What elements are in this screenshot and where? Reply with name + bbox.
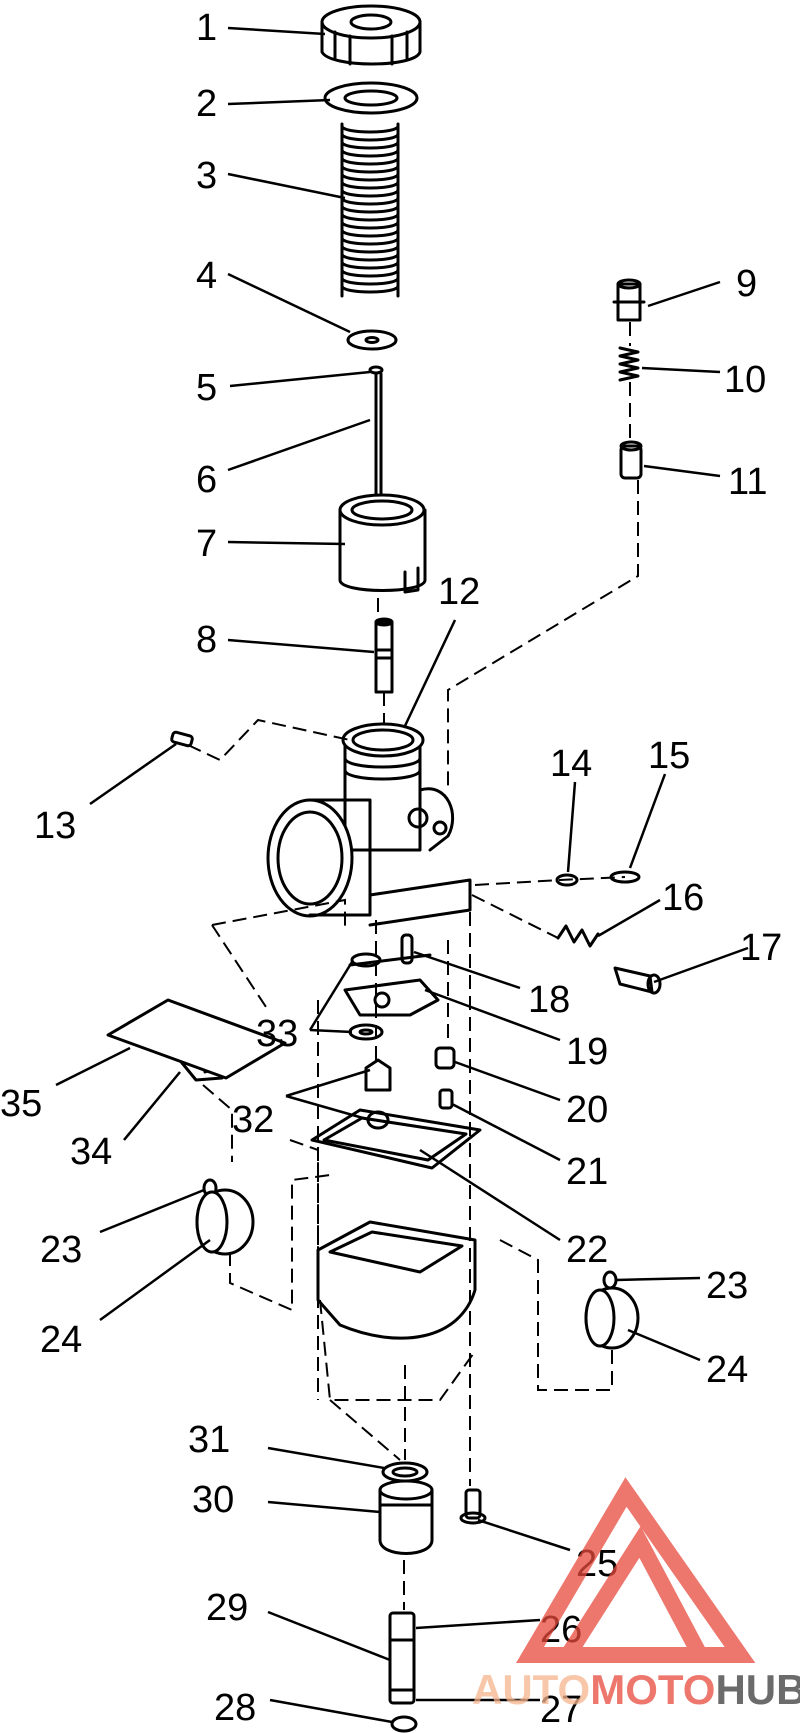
callout-28: 28 <box>214 1687 256 1729</box>
callout-27: 27 <box>540 1689 582 1731</box>
callout-12: 12 <box>438 571 480 613</box>
part-20-jet <box>434 1046 456 1070</box>
part-5-clip <box>368 365 384 375</box>
automotohub-watermark: AUTOMOTOHUB <box>472 1477 800 1713</box>
callout-5: 5 <box>196 367 217 409</box>
callout-4: 4 <box>196 255 217 297</box>
leader-lines <box>55 26 749 1724</box>
part-10-spring <box>618 346 640 382</box>
part-7-throttle-valve <box>338 493 427 594</box>
part-14-washer <box>555 873 579 887</box>
callout-17: 17 <box>740 927 782 969</box>
part-3-spring <box>340 122 400 300</box>
watermark-logo-icon <box>516 1477 756 1663</box>
callout-labels: 1 2 3 4 5 6 7 8 9 10 11 12 13 14 15 16 1… <box>0 7 782 1731</box>
part-9-adjuster <box>612 278 646 322</box>
watermark-auto: AUTO <box>472 1666 590 1713</box>
callout-32: 32 <box>232 1099 274 1141</box>
callout-18: 18 <box>528 979 570 1021</box>
callout-35: 35 <box>0 1083 42 1125</box>
part-12-carb-body <box>266 722 472 927</box>
callout-19: 19 <box>566 1031 608 1073</box>
part-28-nut <box>390 1715 418 1733</box>
part-35-plate <box>106 998 287 1080</box>
callout-10: 10 <box>724 359 766 401</box>
part-16-spring <box>556 924 600 948</box>
callout-21: 21 <box>566 1151 608 1193</box>
callout-8: 8 <box>196 619 217 661</box>
callout-3: 3 <box>196 155 217 197</box>
callout-30: 30 <box>192 1479 234 1521</box>
callout-29: 29 <box>206 1587 248 1629</box>
part-1-cap <box>320 4 422 66</box>
part-8-needle-jet <box>374 617 394 694</box>
part-13-screw <box>170 730 194 748</box>
callout-15: 15 <box>648 735 690 777</box>
part-33-washers <box>348 952 384 1041</box>
part-18-pin <box>400 933 414 965</box>
part-6-needle <box>374 372 383 502</box>
part-26-main-jet <box>388 1611 416 1705</box>
part-21-jet <box>438 1088 454 1110</box>
part-22-gasket <box>310 1108 482 1170</box>
callout-16: 16 <box>662 877 704 919</box>
callout-24-right: 24 <box>706 1349 748 1391</box>
part-24-float-left <box>195 1188 255 1256</box>
callout-13: 13 <box>34 805 76 847</box>
callout-6: 6 <box>196 459 217 501</box>
callout-1: 1 <box>196 7 217 49</box>
part-4-retainer <box>346 329 398 351</box>
callout-24-left: 24 <box>40 1319 82 1361</box>
part-float-bowl <box>316 1220 477 1340</box>
watermark-moto: MOTO <box>590 1666 715 1713</box>
part-25-screw <box>459 1488 487 1525</box>
part-11-fitting <box>619 440 643 480</box>
callout-7: 7 <box>196 523 217 565</box>
part-24-float-right <box>584 1286 640 1350</box>
part-23-pin-right <box>602 1270 618 1290</box>
callout-9: 9 <box>736 263 757 305</box>
watermark-text: AUTOMOTOHUB <box>472 1666 800 1713</box>
callout-2: 2 <box>196 83 217 125</box>
callout-31: 31 <box>188 1419 230 1461</box>
callout-33: 33 <box>256 1013 298 1055</box>
part-2-gasket <box>323 81 419 115</box>
callout-20: 20 <box>566 1089 608 1131</box>
part-17-screw <box>613 966 662 995</box>
part-30-drain-plug <box>378 1479 434 1555</box>
callout-14: 14 <box>550 743 592 785</box>
callout-23-left: 23 <box>40 1229 82 1271</box>
callout-11: 11 <box>728 461 767 503</box>
watermark-hub: HUB <box>715 1666 800 1713</box>
part-19-float-arm <box>343 953 440 1017</box>
part-31-o-ring <box>381 1461 429 1483</box>
callout-22: 22 <box>566 1229 608 1271</box>
callout-23-right: 23 <box>706 1265 748 1307</box>
callout-34: 34 <box>70 1131 112 1173</box>
